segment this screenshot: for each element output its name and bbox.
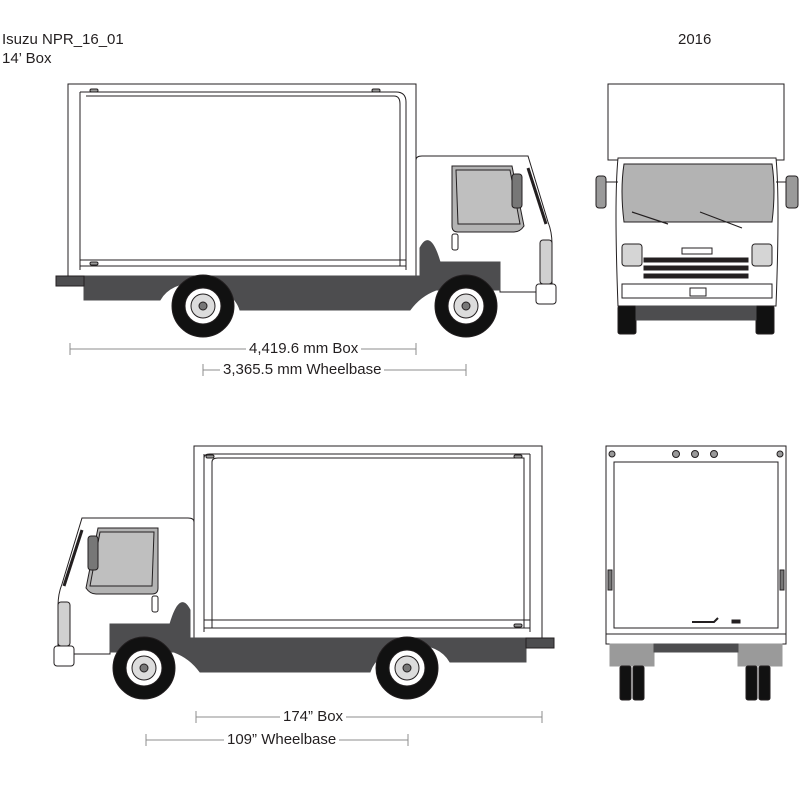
- chassis-2: [109, 602, 555, 673]
- cargo-box-2: [193, 445, 543, 639]
- side-view-left: [53, 445, 555, 700]
- chassis: [55, 240, 501, 311]
- rear-bumper: [605, 633, 787, 645]
- rear-wheel-2: [375, 636, 439, 700]
- imperial-box-dimension: 174” Box: [280, 708, 347, 726]
- front-wheel: [434, 274, 498, 338]
- rear-wheel: [171, 274, 235, 338]
- box-top: [607, 83, 785, 161]
- side-view-right: [55, 83, 557, 338]
- metric-wheelbase-dimension: 3,365.5 mm Wheelbase: [220, 361, 385, 379]
- cargo-box: [67, 83, 417, 277]
- rear-view: [605, 445, 787, 701]
- metric-box-dimension: 4,419.6 mm Box: [246, 340, 362, 358]
- year-label: 2016: [678, 31, 712, 48]
- front-wheel-2: [112, 636, 176, 700]
- windshield: [621, 163, 775, 223]
- box-size-label: 14’ Box: [2, 50, 52, 67]
- imperial-wheelbase-dimension: 109” Wheelbase: [224, 731, 340, 749]
- front-view: [595, 83, 799, 335]
- model-title: Isuzu NPR_16_01: [2, 31, 124, 48]
